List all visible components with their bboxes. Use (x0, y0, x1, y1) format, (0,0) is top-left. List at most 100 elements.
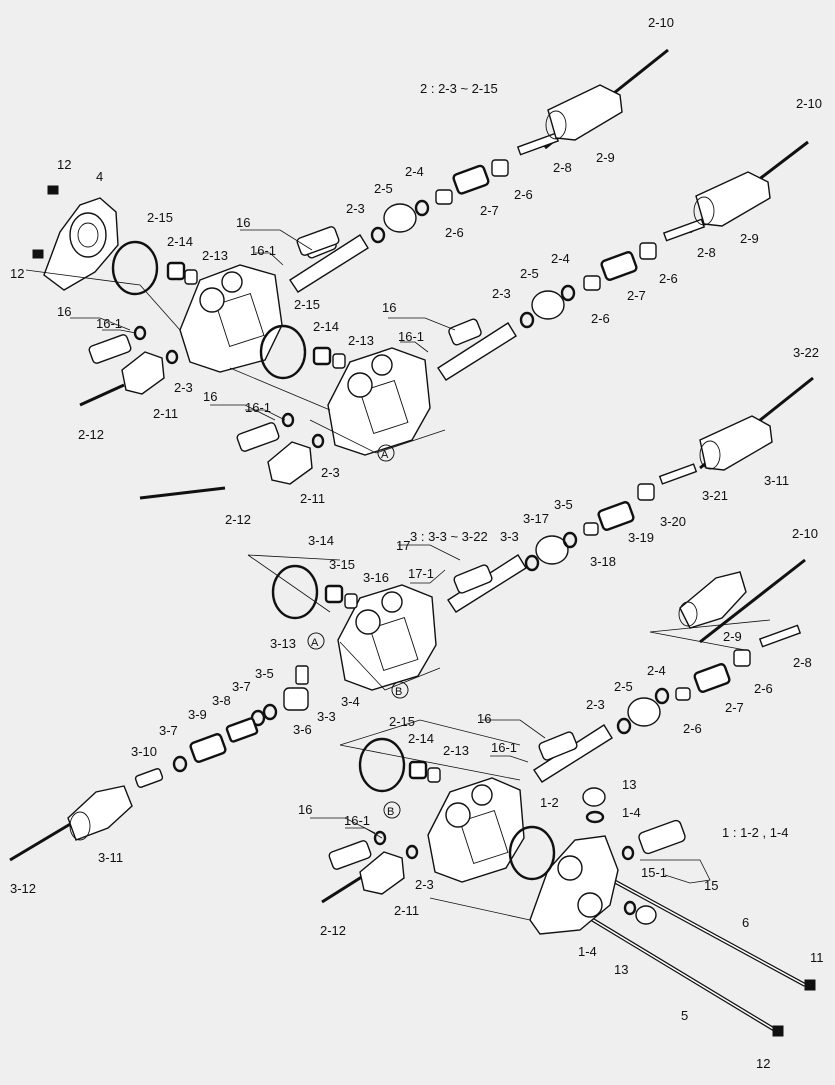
label: 2-5 (374, 181, 393, 196)
section-middle-upper (236, 171, 771, 485)
marker-a: A (311, 637, 319, 649)
label: 3-20 (660, 514, 686, 529)
section-upper (32, 84, 623, 395)
label: 2-3 (492, 286, 511, 301)
label: 2-12 (78, 427, 104, 442)
label: 2-6 (683, 721, 702, 736)
label: 1-4 (622, 805, 641, 820)
label: 2-8 (793, 655, 812, 670)
label: 16 (203, 389, 217, 404)
label: 12 (756, 1056, 770, 1071)
label: 3-7 (159, 723, 178, 738)
label: 16-1 (344, 813, 370, 828)
label: 3-3 (500, 529, 519, 544)
label: 2-6 (754, 681, 773, 696)
label: 3-13 (270, 636, 296, 651)
label: 2-4 (551, 251, 570, 266)
label: 15 (704, 878, 718, 893)
label: 2-9 (596, 150, 615, 165)
label: 3-17 (523, 511, 549, 526)
label: 3-21 (702, 488, 728, 503)
label: 1-4 (578, 944, 597, 959)
label: 3-16 (363, 570, 389, 585)
label: 2-12 (225, 512, 251, 527)
label: 2-15 (147, 210, 173, 225)
leader-lines (25, 229, 771, 921)
label: 2-7 (480, 203, 499, 218)
label: 2-10 (796, 96, 822, 111)
label: 3-5 (554, 497, 573, 512)
label: 2-3 (586, 697, 605, 712)
section-center (67, 415, 802, 841)
label: 2-3 (321, 465, 340, 480)
label: 2-4 (405, 164, 424, 179)
label: 13 (622, 777, 636, 792)
label: 2-7 (725, 700, 744, 715)
label: 16-1 (250, 243, 276, 258)
label: 2-3 (174, 380, 193, 395)
label: 16 (57, 304, 71, 319)
label: 2-4 (647, 663, 666, 678)
note-group-2: 2 : 2-3 ~ 2-15 (420, 81, 498, 96)
label: 2-9 (723, 629, 742, 644)
label: 3-11 (98, 850, 123, 865)
label: 16 (477, 711, 491, 726)
label: 2-3 (415, 877, 434, 892)
label: 2-14 (313, 319, 339, 334)
label: 2-13 (443, 743, 469, 758)
label: 3-8 (212, 693, 231, 708)
label: 3-19 (628, 530, 654, 545)
label: 2-7 (627, 288, 646, 303)
marker-b: B (395, 686, 402, 698)
label: 2-6 (514, 187, 533, 202)
label: 17-1 (408, 566, 434, 581)
label: 5 (681, 1008, 688, 1023)
label: 3-5 (255, 666, 274, 681)
label: 11 (810, 950, 824, 965)
label: 2-15 (389, 714, 415, 729)
label: 2-6 (445, 225, 464, 240)
label: 2-15 (294, 297, 320, 312)
note-group-3: 3 : 3-3 ~ 3-22 (410, 529, 488, 544)
label: 1-2 (540, 795, 559, 810)
label: 12 (57, 157, 71, 172)
label: 16-1 (491, 740, 517, 755)
label: 3-3 (317, 709, 336, 724)
label: 16-1 (245, 400, 271, 415)
callout-labels: 2 : 2-3 ~ 2-15 3 : 3-3 ~ 3-22 1 : 1-2 , … (10, 15, 824, 1071)
label: 3-4 (341, 694, 360, 709)
label: 2-13 (348, 333, 374, 348)
label: 16 (236, 215, 250, 230)
label: 2-14 (408, 731, 434, 746)
label: 3-18 (590, 554, 616, 569)
label: 6 (742, 915, 749, 930)
label: 2-9 (740, 231, 759, 246)
marker-a: A (381, 449, 389, 461)
label: 2-10 (792, 526, 818, 541)
label: 15-1 (641, 865, 667, 880)
label: 3-15 (329, 557, 355, 572)
label: 3-22 (793, 345, 819, 360)
label: 16-1 (398, 329, 424, 344)
label: 12 (10, 266, 24, 281)
label: 2-8 (553, 160, 572, 175)
label: 4 (96, 169, 103, 184)
note-group-1: 1 : 1-2 , 1-4 (722, 825, 788, 840)
section-lower (328, 724, 816, 1037)
label: 3-14 (308, 533, 334, 548)
label: 2-11 (394, 903, 419, 918)
label: 2-14 (167, 234, 193, 249)
label: 2-11 (300, 491, 325, 506)
label: 2-11 (153, 406, 178, 421)
tie-rods (9, 48, 814, 1032)
label: 3-11 (764, 473, 789, 488)
label: 2-3 (346, 201, 365, 216)
label: 2-8 (697, 245, 716, 260)
label: 16-1 (96, 316, 122, 331)
label: 17 (396, 538, 410, 553)
marker-b: B (387, 806, 394, 818)
label: 13 (614, 962, 628, 977)
label: 3-6 (293, 722, 312, 737)
